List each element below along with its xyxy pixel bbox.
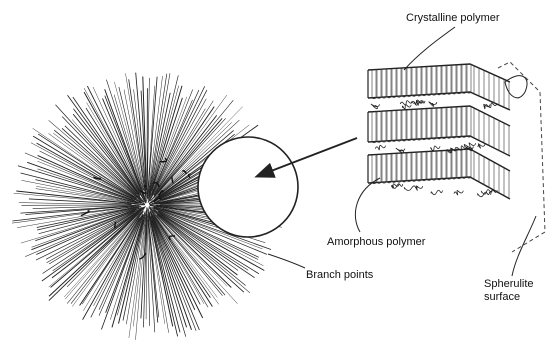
folded-chain (372, 155, 376, 184)
folded-chain (397, 110, 401, 141)
folded-chain (467, 106, 471, 137)
folded-chain (432, 66, 436, 95)
spherulite-surface-label: Spherulite surface (484, 278, 534, 304)
folded-chain (377, 111, 381, 142)
folded-chain (462, 149, 466, 178)
folded-chain (377, 69, 381, 98)
folded-chain (447, 107, 451, 138)
folded-chain (437, 108, 441, 139)
lamellar-stack (368, 64, 527, 199)
amorphous-chain (431, 190, 442, 195)
folded-chain (422, 67, 426, 96)
folded-chain (442, 108, 446, 139)
folded-chain (452, 107, 456, 138)
fibril (49, 213, 139, 301)
branch-point (115, 222, 116, 228)
folded-chain (457, 65, 461, 94)
amorphous-chain (454, 190, 463, 195)
folded-chain (417, 109, 421, 140)
folded-chain (422, 152, 426, 181)
folded-chain (462, 64, 466, 93)
folded-chain (392, 111, 396, 142)
folded-chain (427, 152, 431, 181)
folded-chain (402, 110, 406, 141)
fibril (73, 109, 138, 194)
amorphous-chain (429, 102, 437, 107)
amorphous-polymer-label: Amorphous polymer (327, 236, 425, 249)
branch-points-leader-line (268, 254, 305, 268)
folded-chain (427, 109, 431, 140)
folded-chain (382, 111, 386, 142)
fibril (151, 90, 199, 195)
folded-chain (407, 110, 411, 141)
folded-chain (417, 152, 421, 181)
amorphous-chain (431, 146, 440, 151)
folded-chain (412, 109, 416, 140)
amorphous-chain (477, 192, 489, 197)
spherulite-label-line2: surface (484, 291, 534, 304)
folded-chain (427, 67, 431, 96)
folded-chain (457, 150, 461, 179)
folded-chain (392, 69, 396, 98)
magnifier-circle (198, 137, 298, 237)
folded-chain (382, 154, 386, 183)
spherulite-surface-plane (498, 62, 545, 252)
crystalline-polymer-label: Crystalline polymer (406, 12, 500, 25)
folded-chain (372, 112, 376, 143)
folded-chain (432, 151, 436, 180)
fibril (80, 211, 144, 306)
folded-chain (382, 69, 386, 98)
spherulite-surface-leader-line (512, 216, 536, 276)
folded-chain (432, 108, 436, 139)
folded-chain (437, 151, 441, 180)
amorphous-chain (478, 144, 485, 149)
amorphous-chain (396, 148, 405, 153)
spherulite-label-line1: Spherulite (484, 278, 534, 291)
folded-chain (452, 65, 456, 94)
folded-chain (402, 153, 406, 182)
folded-chain (447, 150, 451, 179)
folded-chain (437, 66, 441, 95)
folded-chain (412, 152, 416, 181)
amorphous-chain (371, 104, 379, 109)
branch-point (81, 211, 89, 216)
folded-chain (387, 69, 391, 98)
amorphous-chain (416, 186, 423, 191)
folded-chain (467, 64, 471, 93)
folded-chain (457, 107, 461, 138)
ribbon-tail (505, 76, 527, 98)
folded-chain (407, 153, 411, 182)
branch-points-label: Branch points (306, 269, 373, 282)
folded-chain (417, 67, 421, 96)
crystalline-leader-line (404, 27, 455, 70)
folded-chain (397, 68, 401, 97)
folded-chain (402, 68, 406, 97)
amorphous-chain (400, 101, 412, 106)
folded-chain (422, 109, 426, 140)
branch-point (144, 186, 146, 187)
folded-chain (372, 70, 376, 99)
folded-chain (397, 153, 401, 182)
folded-chain (462, 106, 466, 137)
folded-chain (412, 67, 416, 96)
folded-chain (452, 150, 456, 179)
folded-chain (447, 65, 451, 94)
fibril (25, 153, 141, 203)
folded-chain (467, 149, 471, 178)
amorphous-chain (404, 186, 417, 191)
folded-chain (442, 66, 446, 95)
folded-chain (392, 154, 396, 183)
amorphous-chain (375, 145, 385, 150)
folded-chain (387, 154, 391, 183)
folded-chain (387, 111, 391, 142)
amorphous-leader-line (355, 178, 380, 232)
amorphous-chain (402, 105, 411, 110)
folded-chain (442, 151, 446, 180)
fibril (153, 214, 208, 307)
folded-chain (407, 68, 411, 97)
